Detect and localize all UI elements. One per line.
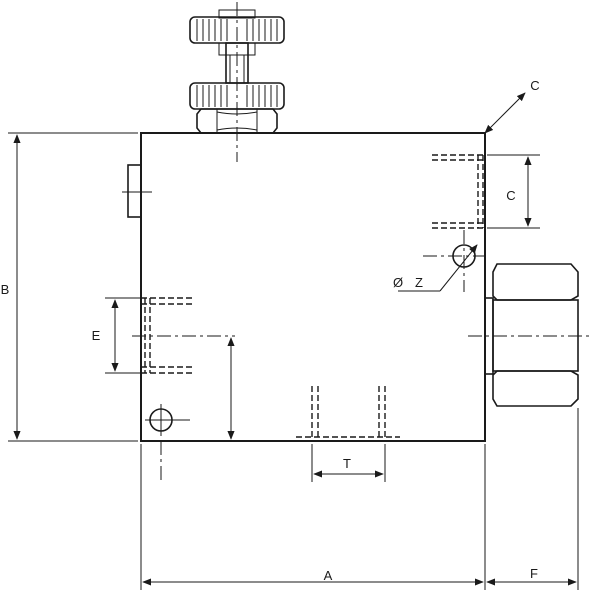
label-c-side: C (506, 188, 515, 203)
label-dia: Ø (393, 275, 403, 290)
hole-z-leader (398, 244, 478, 292)
lower-knob-knurling (196, 85, 278, 107)
label-e: E (92, 328, 101, 343)
hole-z (423, 230, 485, 292)
right-hex-fitting (468, 263, 592, 407)
label-z: Z (415, 275, 423, 290)
label-f: F (530, 566, 538, 581)
extension-lines (8, 132, 579, 590)
adjustment-knob-assembly (189, 2, 285, 162)
base-hex-nut (196, 108, 278, 134)
side-plug (122, 164, 152, 218)
label-t: T (343, 456, 351, 471)
port-c-hidden-lines (432, 154, 485, 229)
upper-knob-knurling (196, 19, 278, 41)
port-e-hidden-lines (132, 297, 235, 374)
knob-top-cap (218, 9, 256, 19)
shaft-collar (218, 42, 256, 56)
label-a: A (324, 568, 333, 583)
label-c-top: C (530, 78, 539, 93)
valve-body-outline (140, 132, 486, 442)
port-t-hidden-lines (296, 386, 400, 442)
mounting-hole (145, 404, 190, 482)
label-b: B (1, 282, 10, 297)
chamfer-c-leader (484, 92, 526, 134)
